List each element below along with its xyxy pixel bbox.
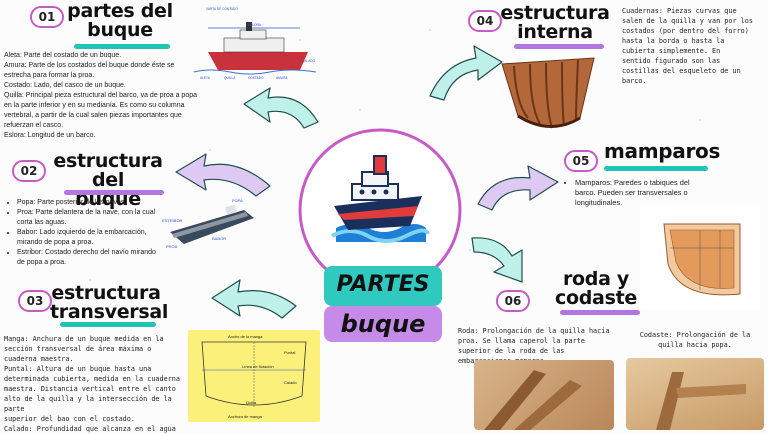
codaste-text: Codaste: Prolongación de la quilla hacia… — [639, 331, 751, 349]
fig03-label: Quilla — [246, 400, 257, 405]
hull-frames-diagram — [501, 57, 595, 129]
section-06-number: 06 — [496, 290, 530, 312]
roda-photo — [474, 360, 614, 430]
fig01-label: VARTA DE CONTADO — [206, 7, 238, 11]
arrow-to-02 — [175, 153, 271, 197]
fig01-label: AMURA — [276, 76, 288, 80]
fig01-label: CALADO — [302, 59, 316, 63]
arrow-to-03 — [211, 279, 297, 319]
center-label-box-top — [324, 266, 442, 306]
section-01-text: Aleta: Parte del costado de un buque.Amu… — [4, 52, 197, 139]
fig01-label: QUILLA — [224, 76, 236, 80]
fig01-label: ALETA — [200, 76, 211, 80]
ship-icon — [331, 155, 430, 243]
section-02-underline — [64, 190, 164, 195]
codaste-photo — [626, 358, 764, 430]
fig03-label: Anchura de manga — [228, 414, 263, 419]
arrow-to-05 — [477, 165, 559, 211]
fig02-label: BABOR — [212, 236, 226, 241]
center-title-line2: buque — [340, 310, 426, 338]
arrow-to-01 — [243, 87, 319, 129]
section-01-underline — [74, 44, 170, 49]
center-title-line1: PARTES — [336, 272, 430, 297]
bulkhead-diagram — [640, 204, 760, 310]
fig03-label: Línea de flotación — [242, 364, 274, 369]
cross-section-diagram: Ancho de la manga Puntal Línea de flotac… — [188, 330, 320, 422]
fig03-label: Puntal — [284, 350, 295, 355]
fig01-label: ESLORA — [248, 23, 262, 27]
section-02-number: 02 — [12, 160, 46, 182]
section-05-title: mamparos — [604, 139, 721, 163]
fig02-label: ESTRIBOR — [162, 218, 183, 223]
fig01-label: COSTADO — [248, 76, 264, 80]
section-01-number: 01 — [30, 6, 64, 28]
section-06-underline — [560, 310, 640, 315]
arrow-to-06 — [471, 237, 523, 283]
arrow-to-04 — [429, 45, 503, 101]
section-03-underline — [60, 322, 156, 327]
center-label-box-bottom — [324, 306, 442, 342]
section-05-text: Mamparos: Paredes o tabiques del barco. … — [566, 178, 702, 208]
ship-diagram-01: VARTA DE CONTADO ESLORA ALETA QUILLA COS… — [193, 7, 317, 80]
section-02-text: Popa: Parte posterior de las naves.Proa:… — [8, 198, 158, 268]
fig02-label: PROA — [166, 244, 178, 249]
fig03-label: Ancho de la manga — [228, 334, 263, 339]
section-04-number: 04 — [468, 10, 502, 32]
section-05-number: 05 — [564, 150, 598, 172]
fig03-label: Calado — [284, 380, 297, 385]
section-04-underline — [514, 44, 604, 49]
section-03-number: 03 — [18, 290, 52, 312]
section-05-underline — [604, 166, 708, 171]
tanker-diagram: POPA ESTRIBOR PROA BABOR — [162, 198, 254, 249]
fig02-label: POPA — [232, 198, 243, 203]
